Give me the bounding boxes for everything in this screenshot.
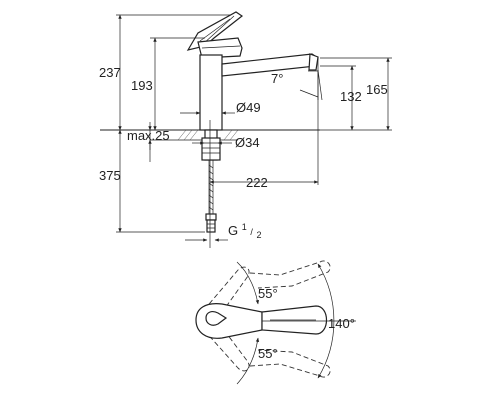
dim-label-132: 132 <box>340 89 362 104</box>
lever-position-upper <box>203 260 331 319</box>
faucet-body <box>199 54 223 131</box>
dim-label-g-half: G 1 / 2 <box>228 218 262 240</box>
dim-label-165: 165 <box>366 82 388 97</box>
dim-label-237: 237 <box>99 65 121 80</box>
lever-position-lower <box>203 321 331 378</box>
mounting-shank <box>201 129 221 161</box>
dim-label-193: 193 <box>131 78 153 93</box>
spout <box>221 53 319 77</box>
flexible-hose <box>205 160 217 233</box>
dim-label-222: 222 <box>246 175 268 190</box>
angle-label-lower: 55° <box>258 346 278 361</box>
top-view: 55° 55° 140° <box>195 260 356 385</box>
angle-label-swivel: 140° <box>328 316 355 331</box>
angle-label-upper: 55° <box>258 286 278 301</box>
spout-angle-indicator <box>299 69 323 101</box>
angle-arc-lower <box>236 337 260 385</box>
dim-label-diameter-34: Ø34 <box>235 135 260 150</box>
angle-arc-upper <box>236 261 260 305</box>
dim-label-375: 375 <box>99 168 121 183</box>
dim-label-7deg: 7° <box>271 71 283 86</box>
side-view: 237 193 165 132 375 7° Ø49 max.25 Ø34 2 <box>99 11 392 248</box>
lever-top <box>195 303 328 339</box>
dim-label-max-25: max.25 <box>127 128 170 143</box>
dim-label-diameter-49: Ø49 <box>236 100 261 115</box>
